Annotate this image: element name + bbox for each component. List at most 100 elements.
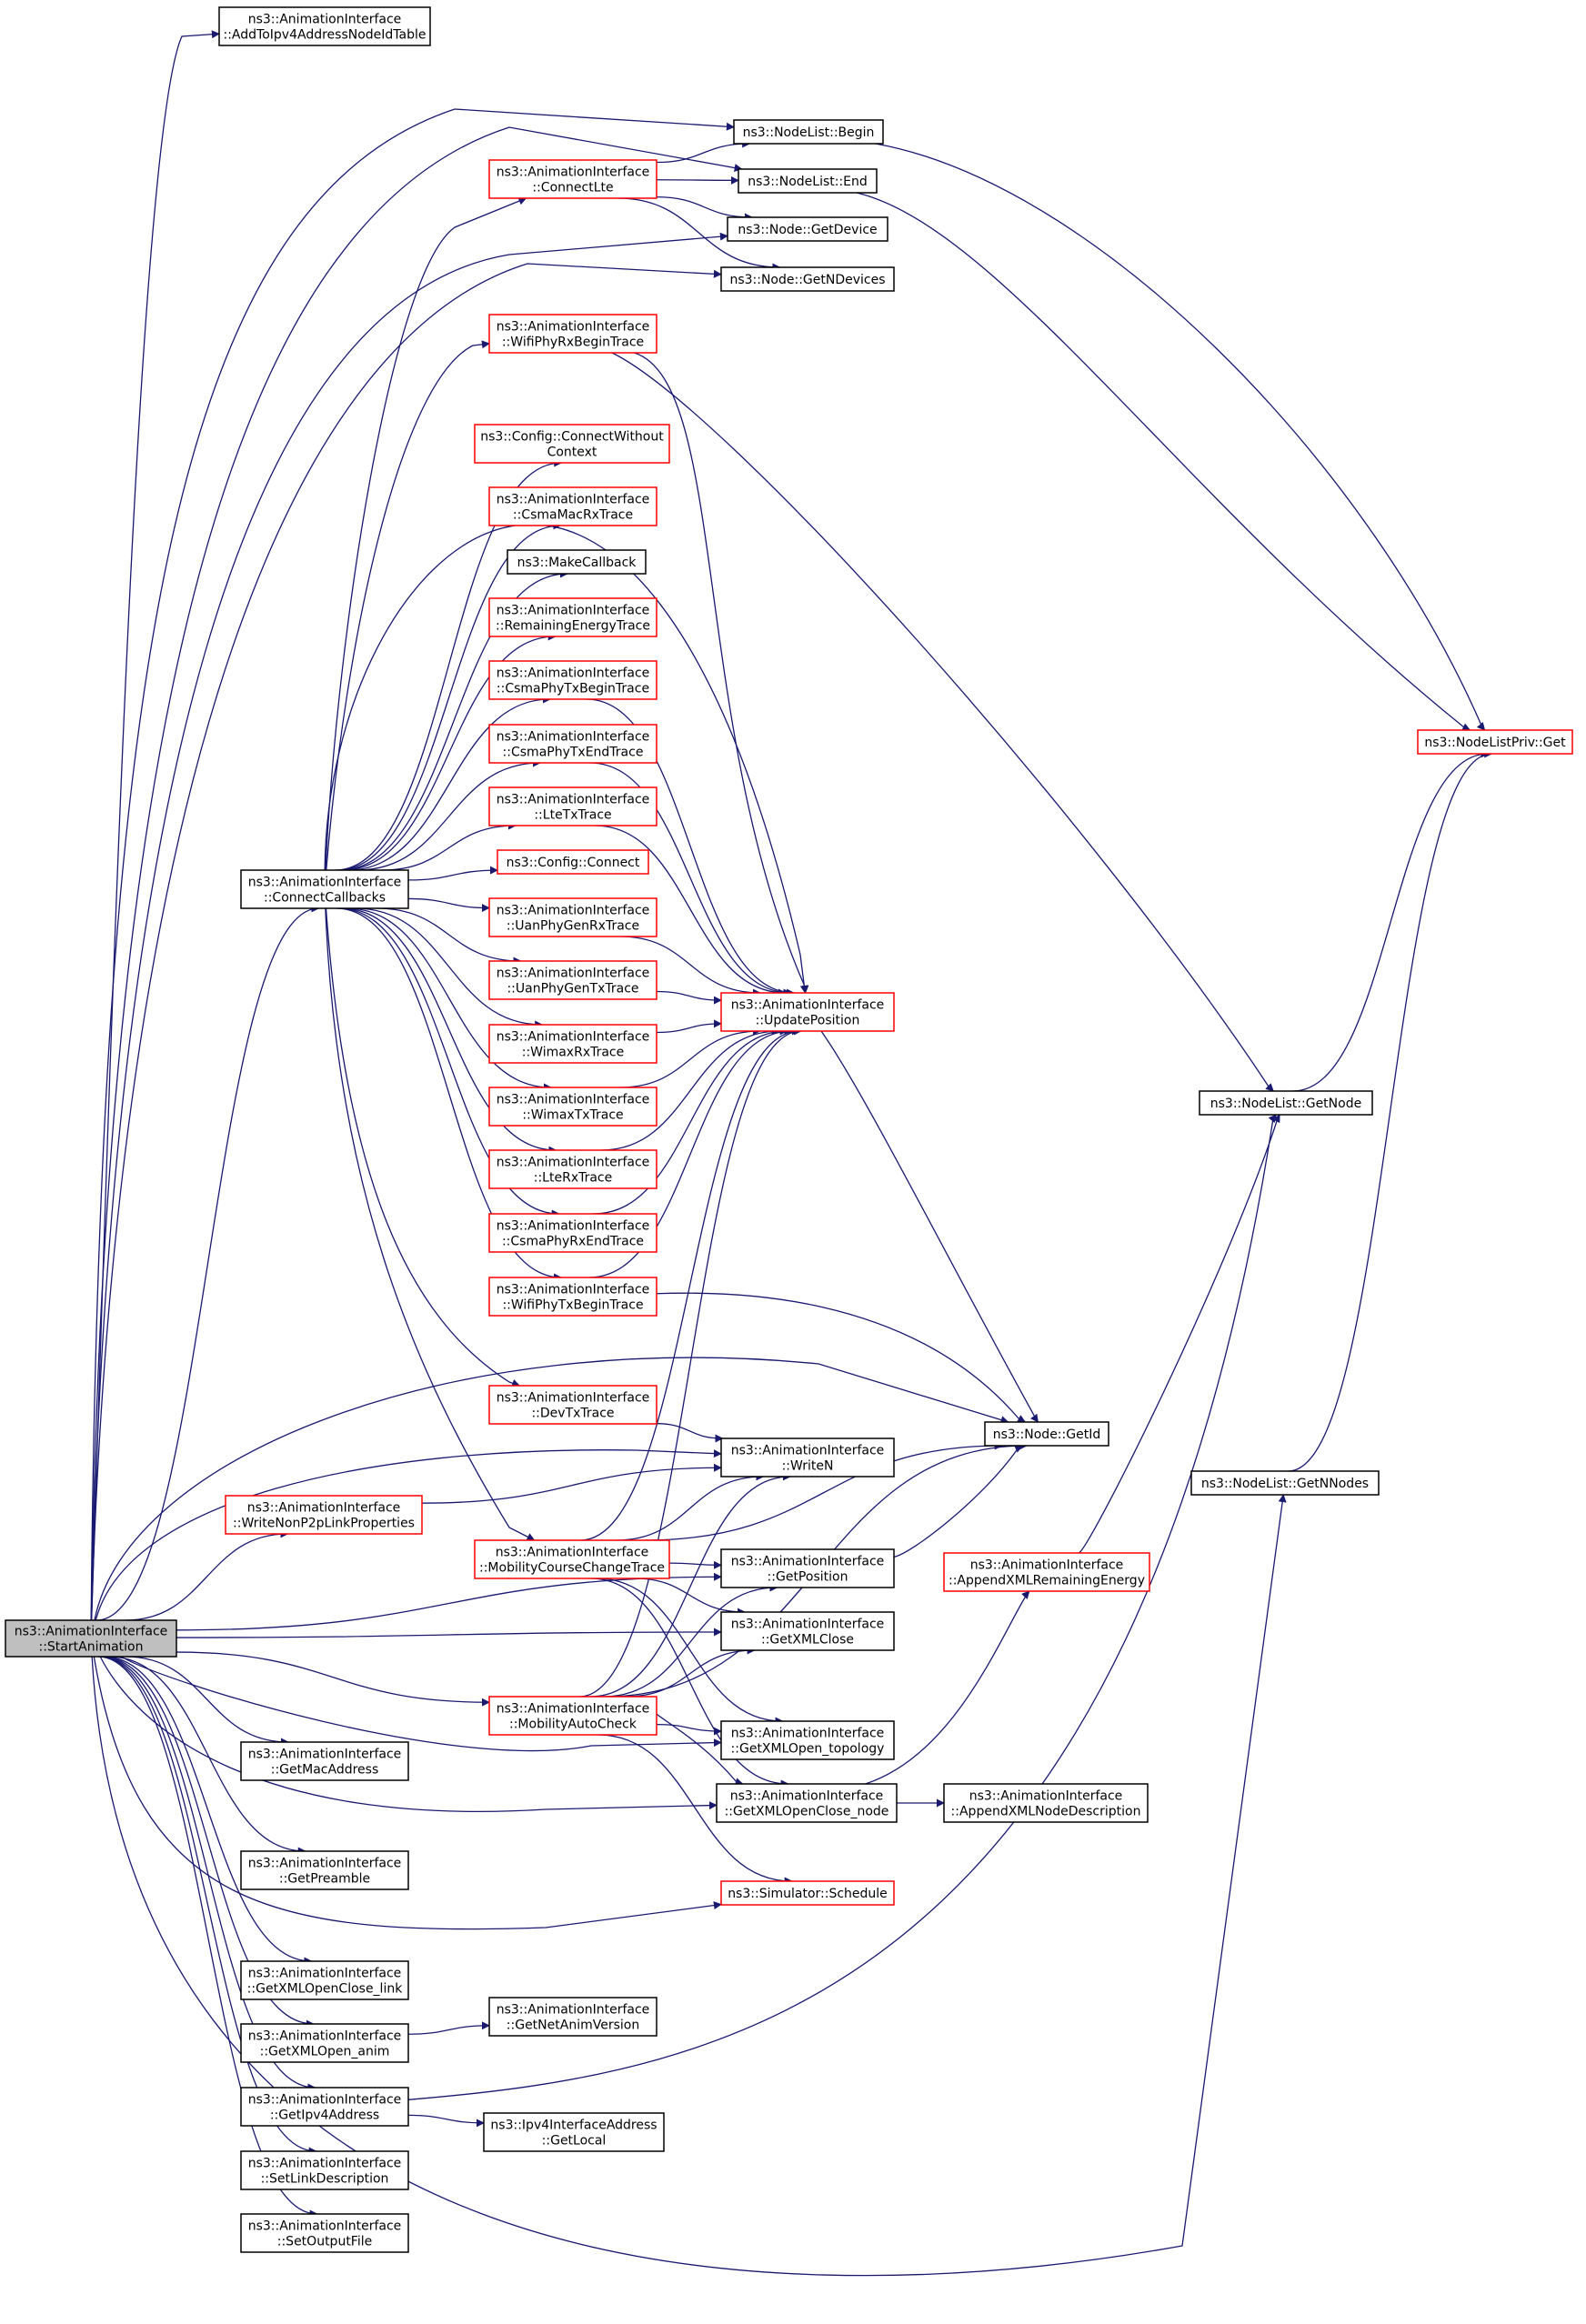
- node-write-non-p2p[interactable]: ns3::AnimationInterface::WriteNonP2pLink…: [225, 1495, 423, 1535]
- node-box: [488, 159, 657, 199]
- node-connect-callbacks[interactable]: ns3::AnimationInterface::ConnectCallback…: [240, 869, 409, 909]
- node-box: [218, 6, 431, 46]
- edge-connect-callbacks-to-update-position: [324, 524, 808, 994]
- node-node-get-device[interactable]: ns3::Node::GetDevice: [727, 216, 888, 242]
- node-node-list-get-node[interactable]: ns3::NodeList::GetNode: [1199, 1090, 1373, 1116]
- node-uan-phy-gen-tx[interactable]: ns3::AnimationInterface::UanPhyGenTxTrac…: [488, 960, 657, 1000]
- edge-start-animation-to-get-preamble: [109, 1656, 306, 1856]
- edge-connect-callbacks-to-lte-rx: [341, 907, 557, 1155]
- edge-connect-callbacks-to-connect-lte: [325, 196, 527, 871]
- node-update-position[interactable]: ns3::AnimationInterface::UpdatePosition: [720, 992, 895, 1032]
- edge-start-animation-to-get-mac-address: [125, 1656, 289, 1747]
- node-box: [1199, 1090, 1373, 1116]
- edge-connect-lte-to-node-get-ndevices: [617, 197, 781, 272]
- node-node-get-ndevices[interactable]: ns3::Node::GetNDevices: [720, 266, 895, 292]
- node-config-connect[interactable]: ns3::Config::Connect: [497, 849, 649, 875]
- edge-mobility-course-change-to-update-position: [580, 1027, 800, 1541]
- node-label-line: ns3::AnimationInterface: [248, 1747, 402, 1761]
- node-wimax-tx[interactable]: ns3::AnimationInterface::WimaxTxTrace: [488, 1087, 657, 1127]
- edge-get-xmlopen-close-node-to-append-xmlremaining-energy: [865, 1590, 1030, 1785]
- node-label-line: ns3::AnimationInterface: [497, 1218, 650, 1233]
- node-node-list-get-nnodes[interactable]: ns3::NodeList::GetNNodes: [1190, 1470, 1380, 1496]
- node-append-xmlremaining-energy[interactable]: ns3::AnimationInterface::AppendXMLRemain…: [943, 1552, 1150, 1592]
- node-get-position[interactable]: ns3::AnimationInterface::GetPosition: [720, 1548, 895, 1588]
- node-set-output-file[interactable]: ns3::AnimationInterface::SetOutputFile: [240, 2213, 409, 2253]
- nodes-layer: ns3::AnimationInterface::StartAnimationn…: [5, 6, 1573, 2253]
- node-label-line: ns3::AnimationInterface: [730, 1788, 884, 1803]
- node-label-line: ns3::AnimationInterface: [497, 1701, 650, 1716]
- node-node-list-priv-get[interactable]: ns3::NodeListPriv::Get: [1417, 729, 1573, 755]
- node-write-n[interactable]: ns3::AnimationInterface::WriteN: [720, 1437, 895, 1478]
- node-label-line: ns3::Config::ConnectWithout: [480, 429, 664, 444]
- node-label-line: ns3::AnimationInterface: [497, 729, 650, 744]
- node-box: [488, 1385, 657, 1425]
- node-wifi-phy-rx-begin[interactable]: ns3::AnimationInterface::WifiPhyRxBeginT…: [488, 314, 657, 354]
- node-csma-phy-tx-end[interactable]: ns3::AnimationInterface::CsmaPhyTxEndTra…: [488, 724, 657, 764]
- edge-start-animation-to-get-xmlopen-topology: [120, 1656, 722, 1752]
- node-wimax-rx[interactable]: ns3::AnimationInterface::WimaxRxTrace: [488, 1024, 657, 1064]
- node-get-ipv4-address[interactable]: ns3::AnimationInterface::GetIpv4Address: [240, 2087, 409, 2127]
- node-get-mac-address[interactable]: ns3::AnimationInterface::GetMacAddress: [240, 1741, 409, 1781]
- edge-wimax-rx-to-update-position: [656, 1019, 722, 1034]
- node-node-list-end[interactable]: ns3::NodeList::End: [738, 168, 878, 194]
- node-box: [488, 1024, 657, 1064]
- node-connect-lte[interactable]: ns3::AnimationInterface::ConnectLte: [488, 159, 657, 199]
- edge-start-animation-to-get-xmlopen-anim: [101, 1656, 315, 2028]
- node-get-xmlopen-anim[interactable]: ns3::AnimationInterface::GetXMLOpen_anim: [240, 2023, 409, 2063]
- node-label-line: ns3::AnimationInterface: [248, 2156, 402, 2170]
- node-simulator-schedule[interactable]: ns3::Simulator::Schedule: [720, 1880, 895, 1906]
- node-get-xmlopen-close-node[interactable]: ns3::AnimationInterface::GetXMLOpenClose…: [716, 1783, 898, 1823]
- node-uan-phy-gen-rx[interactable]: ns3::AnimationInterface::UanPhyGenRxTrac…: [488, 897, 657, 937]
- node-wifi-phy-tx-begin[interactable]: ns3::AnimationInterface::WifiPhyTxBeginT…: [488, 1277, 657, 1317]
- node-label-line: ns3::AnimationInterface: [731, 1443, 885, 1458]
- node-lte-rx[interactable]: ns3::AnimationInterface::LteRxTrace: [488, 1149, 657, 1189]
- node-node-get-id[interactable]: ns3::Node::GetId: [984, 1421, 1109, 1447]
- node-label-line: ::RemainingEnergyTrace: [496, 618, 650, 633]
- node-node-list-begin[interactable]: ns3::NodeList::Begin: [733, 119, 884, 145]
- edge-mobility-auto-check-to-get-xmlclose: [626, 1646, 756, 1698]
- node-get-xmlopen-topology[interactable]: ns3::AnimationInterface::GetXMLOpen_topo…: [720, 1720, 895, 1760]
- edge-connect-callbacks-to-wimax-tx: [346, 907, 552, 1092]
- node-label-line: ::UpdatePosition: [756, 1013, 860, 1027]
- edge-start-animation-to-mobility-auto-check: [176, 1651, 490, 1707]
- node-append-xmlnode-description[interactable]: ns3::AnimationInterface::AppendXMLNodeDe…: [943, 1783, 1149, 1823]
- node-mobility-auto-check[interactable]: ns3::AnimationInterface::MobilityAutoChe…: [488, 1696, 657, 1736]
- node-label-line: ns3::AnimationInterface: [497, 165, 650, 179]
- node-label-line: ns3::Simulator::Schedule: [728, 1887, 888, 1901]
- node-csma-phy-tx-begin[interactable]: ns3::AnimationInterface::CsmaPhyTxBeginT…: [488, 660, 657, 700]
- node-label-line: ns3::AnimationInterface: [731, 1554, 885, 1568]
- node-label-line: ns3::AnimationInterface: [497, 603, 650, 617]
- node-get-preamble[interactable]: ns3::AnimationInterface::GetPreamble: [240, 1850, 409, 1890]
- node-mobility-course-change[interactable]: ns3::AnimationInterface::MobilityCourseC…: [474, 1539, 670, 1579]
- node-get-xmlopen-close-link[interactable]: ns3::AnimationInterface::GetXMLOpenClose…: [240, 1960, 409, 2000]
- node-set-link-description[interactable]: ns3::AnimationInterface::SetLinkDescript…: [240, 2150, 409, 2190]
- node-box: [488, 1997, 657, 2037]
- edge-append-xmlremaining-energy-to-node-list-get-node: [1079, 1114, 1280, 1554]
- node-start-animation[interactable]: ns3::AnimationInterface::StartAnimation: [5, 1619, 177, 1658]
- node-ipv4-get-local[interactable]: ns3::Ipv4InterfaceAddress::GetLocal: [483, 2112, 665, 2152]
- edge-connect-callbacks-to-csma-phy-tx-begin: [346, 695, 551, 871]
- edge-connect-callbacks-to-config-connect-without: [335, 458, 563, 871]
- node-get-xmlclose[interactable]: ns3::AnimationInterface::GetXMLClose: [720, 1611, 895, 1651]
- node-label-line: ::MobilityCourseChangeTrace: [479, 1560, 665, 1575]
- node-box: [240, 2213, 409, 2253]
- node-box: [720, 1437, 895, 1478]
- edge-csma-phy-tx-end-to-update-position: [589, 762, 792, 997]
- node-lte-tx[interactable]: ns3::AnimationInterface::LteTxTrace: [488, 786, 657, 826]
- node-label-line: ns3::AnimationInterface: [248, 875, 402, 889]
- node-make-callback[interactable]: ns3::MakeCallback: [507, 549, 647, 575]
- node-box: [1190, 1470, 1380, 1496]
- edge-csma-phy-rx-end-to-update-position: [593, 1027, 788, 1215]
- node-add-to-ipv4[interactable]: ns3::AnimationInterface::AddToIpv4Addres…: [218, 6, 431, 46]
- node-remaining-energy[interactable]: ns3::AnimationInterface::RemainingEnergy…: [488, 597, 657, 637]
- node-dev-tx[interactable]: ns3::AnimationInterface::DevTxTrace: [488, 1385, 657, 1425]
- node-label-line: ::AppendXMLRemainingEnergy: [949, 1573, 1145, 1588]
- node-box: [488, 897, 657, 937]
- node-get-net-anim-version[interactable]: ns3::AnimationInterface::GetNetAnimVersi…: [488, 1997, 657, 2037]
- node-label-line: ::GetXMLOpenClose_link: [247, 1981, 404, 1996]
- node-box: [483, 2112, 665, 2152]
- node-csma-mac-rx[interactable]: ns3::AnimationInterface::CsmaMacRxTrace: [488, 486, 657, 526]
- node-label-line: ns3::AnimationInterface: [497, 1155, 650, 1169]
- node-csma-phy-rx-end[interactable]: ns3::AnimationInterface::CsmaPhyRxEndTra…: [488, 1213, 657, 1253]
